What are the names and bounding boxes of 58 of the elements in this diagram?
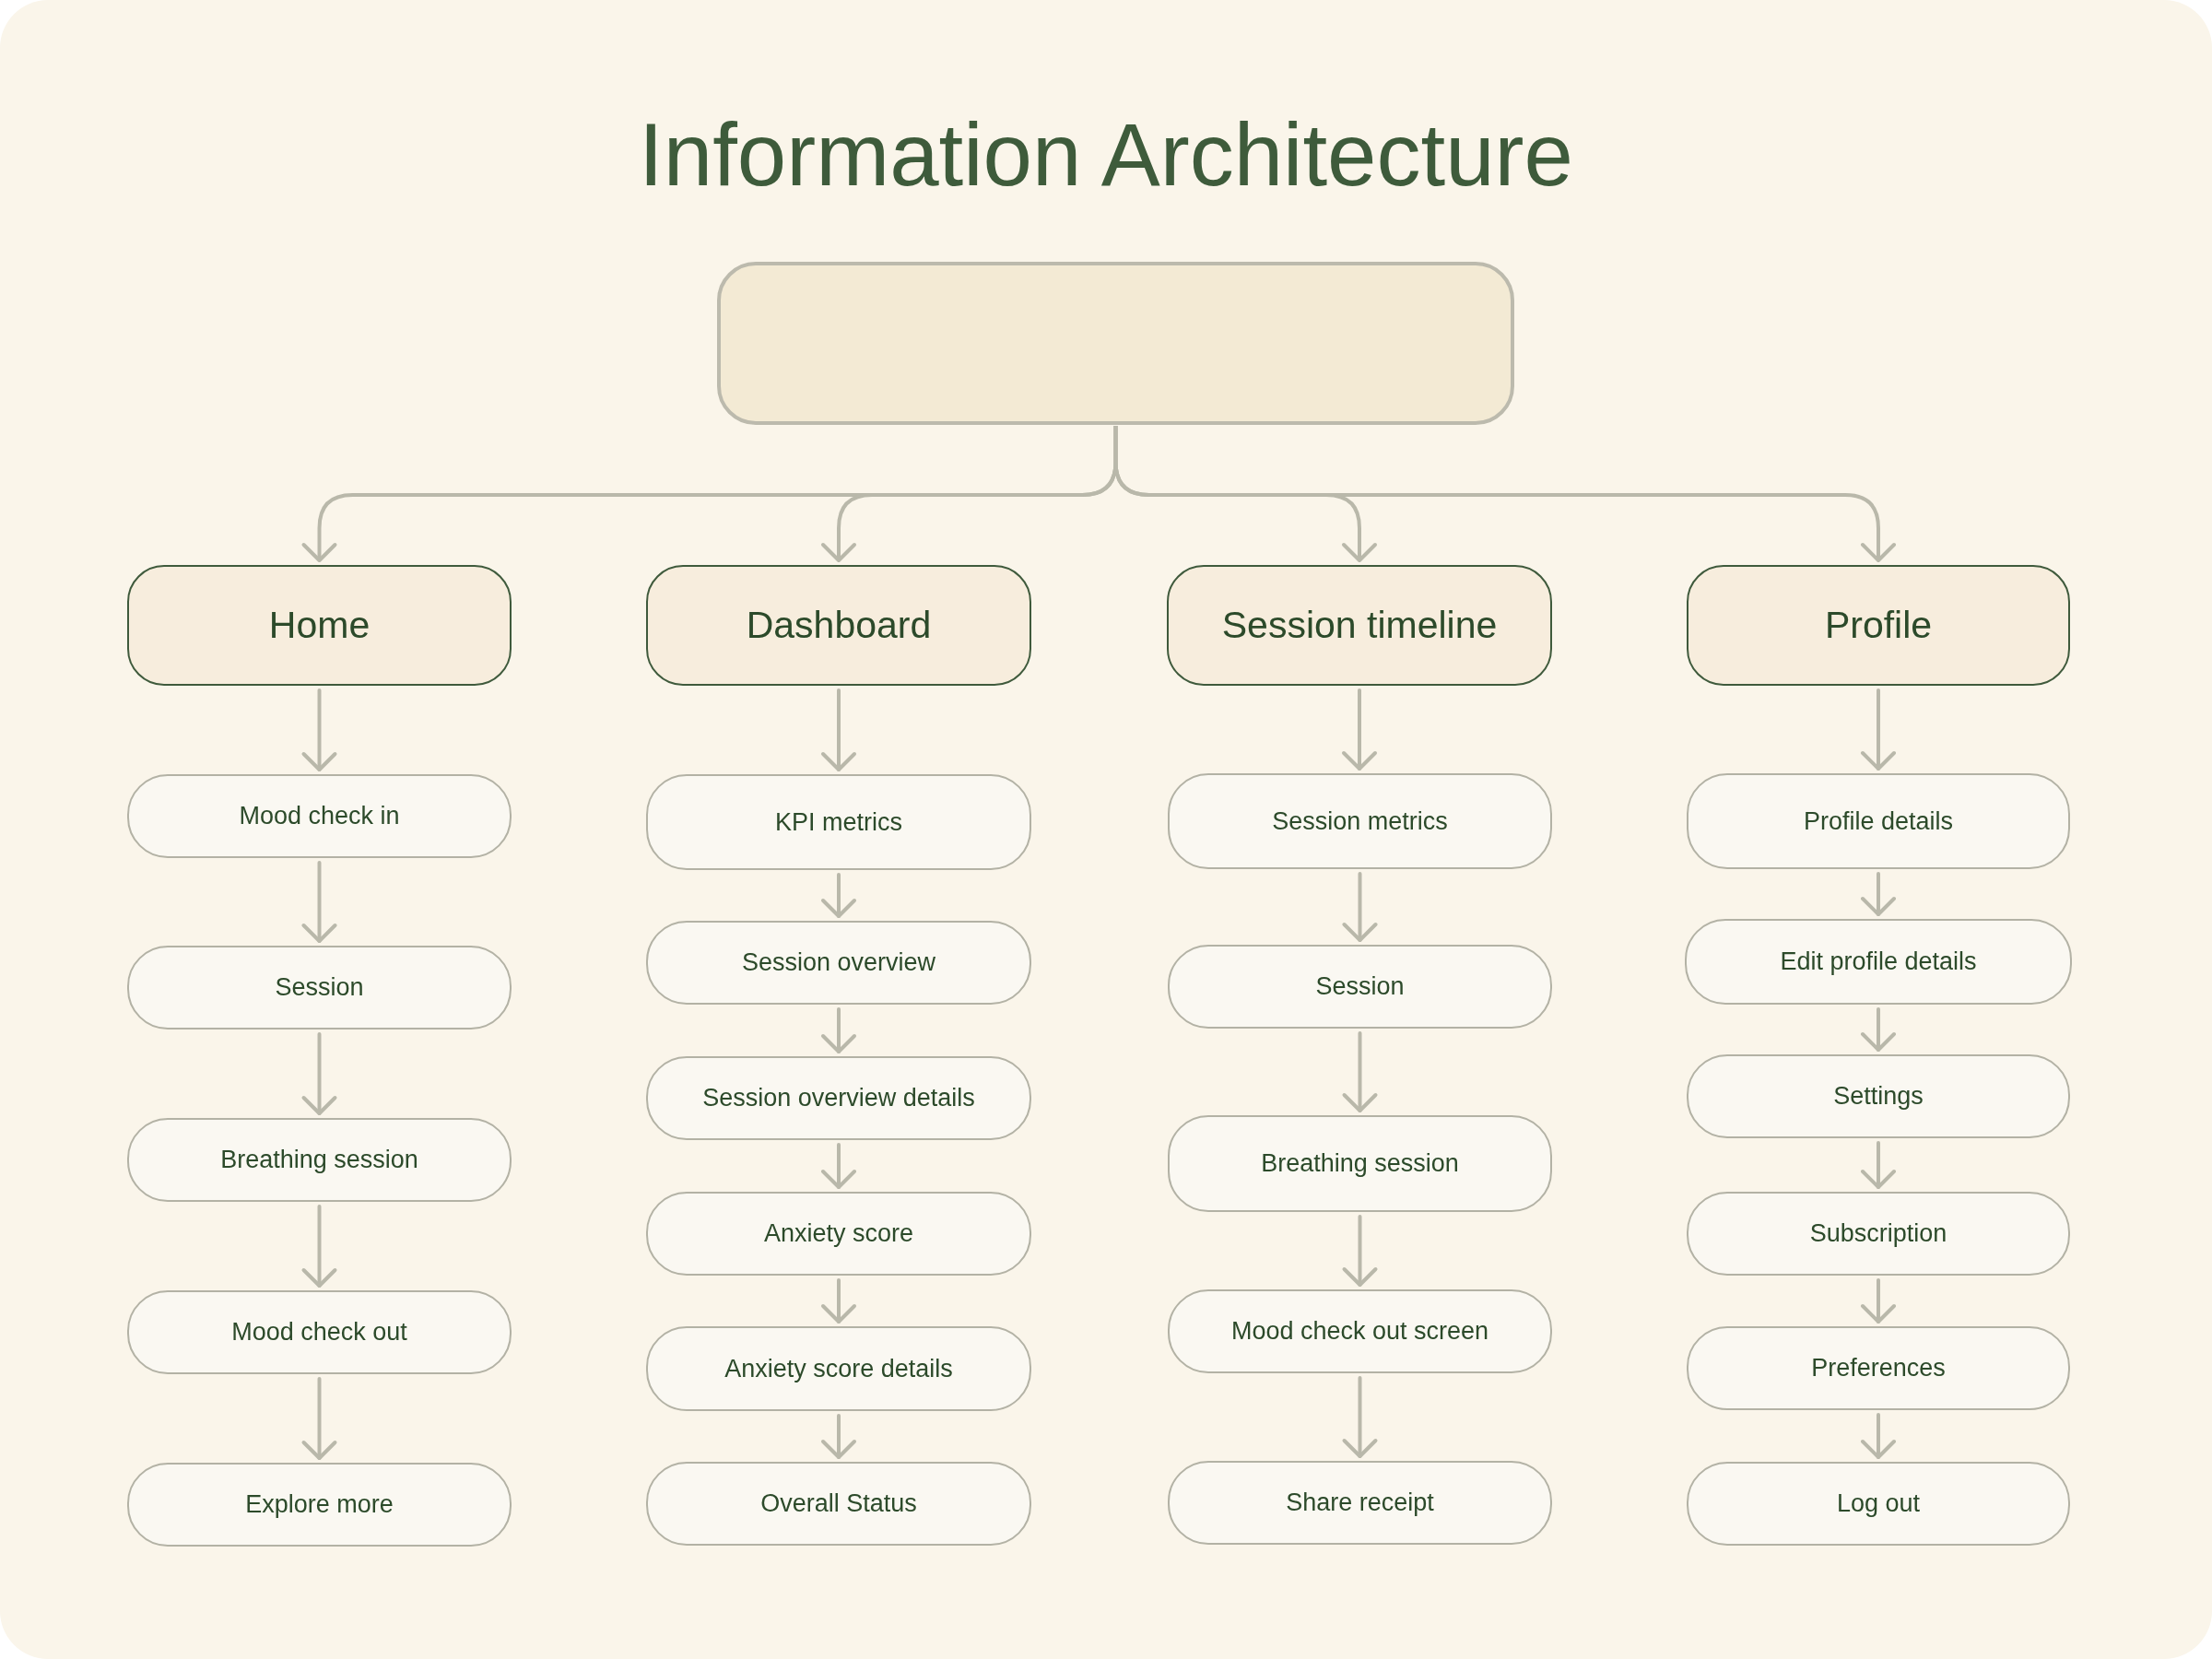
root-box	[717, 262, 1514, 425]
screen-label: Preferences	[1810, 1353, 1947, 1383]
arrow	[821, 1414, 856, 1459]
screen-label: Log out	[1835, 1488, 1922, 1519]
screen-box	[1168, 1115, 1552, 1212]
section-title: Session timeline	[1220, 603, 1499, 648]
screen-label: Mood check in	[238, 801, 401, 831]
section-title: Profile	[1823, 603, 1934, 648]
screen-label: Settings	[1832, 1081, 1924, 1112]
section-box	[127, 565, 512, 686]
screen-label: Profile details	[1802, 806, 1955, 837]
arrow	[301, 861, 337, 943]
arrow	[1861, 1141, 1896, 1189]
arrow	[821, 1007, 856, 1053]
screen-label: Mood check out screen	[1230, 1316, 1490, 1347]
arrow	[821, 1143, 856, 1189]
screen-label: Session overview	[740, 947, 937, 978]
arrow	[1861, 1413, 1896, 1459]
arrow	[821, 688, 856, 771]
screen-label: Anxiety score details	[724, 1353, 954, 1384]
screen-label: Overall Status	[759, 1488, 918, 1519]
screen-box	[646, 774, 1031, 870]
screen-box	[1168, 773, 1552, 869]
screen-box	[1687, 773, 2070, 869]
screen-label: Breathing session	[219, 1145, 419, 1175]
arrow	[1342, 1376, 1378, 1458]
section-box	[646, 565, 1031, 686]
arrow	[1342, 688, 1377, 771]
screen-label: Mood check out	[230, 1317, 408, 1347]
arrow	[1342, 1215, 1378, 1287]
screen-label: Anxiety score	[762, 1218, 915, 1249]
screen-label: Session	[1314, 971, 1406, 1002]
screen-label: KPI metrics	[774, 806, 903, 838]
arrow	[821, 1278, 856, 1324]
screen-label: Subscription	[1808, 1218, 1948, 1249]
arrow	[1342, 872, 1378, 942]
arrow	[1861, 872, 1896, 916]
arrow	[301, 688, 337, 771]
arrow	[301, 1032, 337, 1115]
arrow	[821, 873, 856, 918]
arrow	[1861, 688, 1896, 771]
arrow	[301, 1377, 337, 1460]
screen-label: Session metrics	[1271, 806, 1449, 837]
arrow	[301, 1205, 337, 1288]
screen-label: Edit profile details	[1779, 947, 1978, 977]
section-title: Dashboard	[745, 603, 933, 648]
arrow	[1861, 1007, 1896, 1052]
screen-label: Session overview details	[701, 1083, 976, 1113]
section-box	[1687, 565, 2070, 686]
screen-label: Share receipt	[1285, 1488, 1435, 1518]
screen-label: Session	[274, 972, 365, 1003]
section-title: Home	[267, 603, 371, 648]
section-box	[1167, 565, 1552, 686]
screen-label: Explore more	[244, 1489, 394, 1520]
arrow	[1342, 1031, 1378, 1112]
screen-label: Breathing session	[1260, 1148, 1460, 1179]
diagram-title: Information Architecture	[638, 104, 1574, 206]
arrow	[1861, 1278, 1896, 1324]
